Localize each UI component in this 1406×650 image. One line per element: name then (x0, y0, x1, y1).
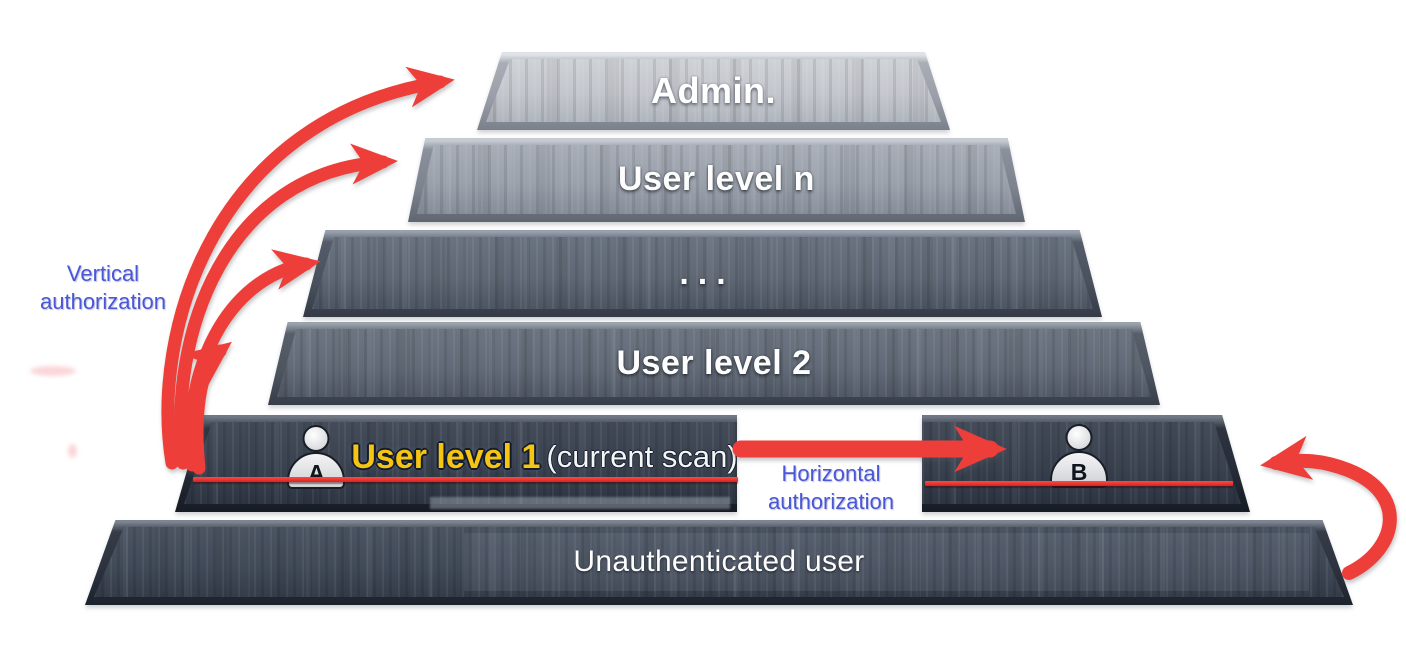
tier-user-level-n: User level n (408, 138, 1025, 222)
tier-user-level-2-face: User level 2 (277, 329, 1151, 397)
user-b-icon: B (1050, 424, 1108, 488)
vertical-authorization-label: Vertical authorization (40, 261, 166, 315)
user-b-icon-head (1065, 424, 1093, 451)
horizontal-authorization-label: Horizontal authorization (768, 461, 894, 515)
tier-user-level-1-sheen (430, 497, 730, 509)
user-b-badge: B (1070, 459, 1088, 485)
tier-label-admin: Admin. (651, 69, 776, 111)
tier-user-level-n-face: User level n (417, 145, 1016, 214)
user-a-icon-head (302, 425, 330, 452)
tier-unauthenticated-face: Unauthenticated user (94, 527, 1344, 597)
tier-label-user-level-2: User level 2 (616, 343, 812, 382)
tier-ellipsis-face: ... (312, 237, 1093, 309)
tier-unauthenticated-inner-panel (464, 533, 1309, 591)
tier-label-unauthenticated: Unauthenticated user (573, 545, 865, 578)
tier-admin-face: Admin. (486, 59, 941, 122)
user-a-badge: A (308, 460, 325, 486)
paint-smudge (30, 366, 76, 376)
tier-ellipsis: ... (303, 230, 1102, 317)
tier-unauthenticated: Unauthenticated user (85, 520, 1353, 605)
current-scan-label: (current scan) (546, 439, 738, 474)
tier-user-level-1-left-face: A User level 1(current scan) (184, 422, 737, 504)
scan-underline-left (193, 477, 738, 482)
tier-user-level-2: User level 2 (268, 322, 1160, 405)
scan-underline-right (925, 481, 1233, 486)
user-a-icon-torso: A (287, 452, 346, 489)
tier-user-level-1-right: B (922, 415, 1250, 512)
tier-label-user-level-n: User level n (618, 160, 815, 198)
tier-label-user-level-1: User level 1 (351, 437, 541, 476)
tier-admin: Admin. (477, 52, 950, 130)
paint-smudge (68, 444, 77, 458)
tier-label-ellipsis: ... (679, 253, 735, 292)
